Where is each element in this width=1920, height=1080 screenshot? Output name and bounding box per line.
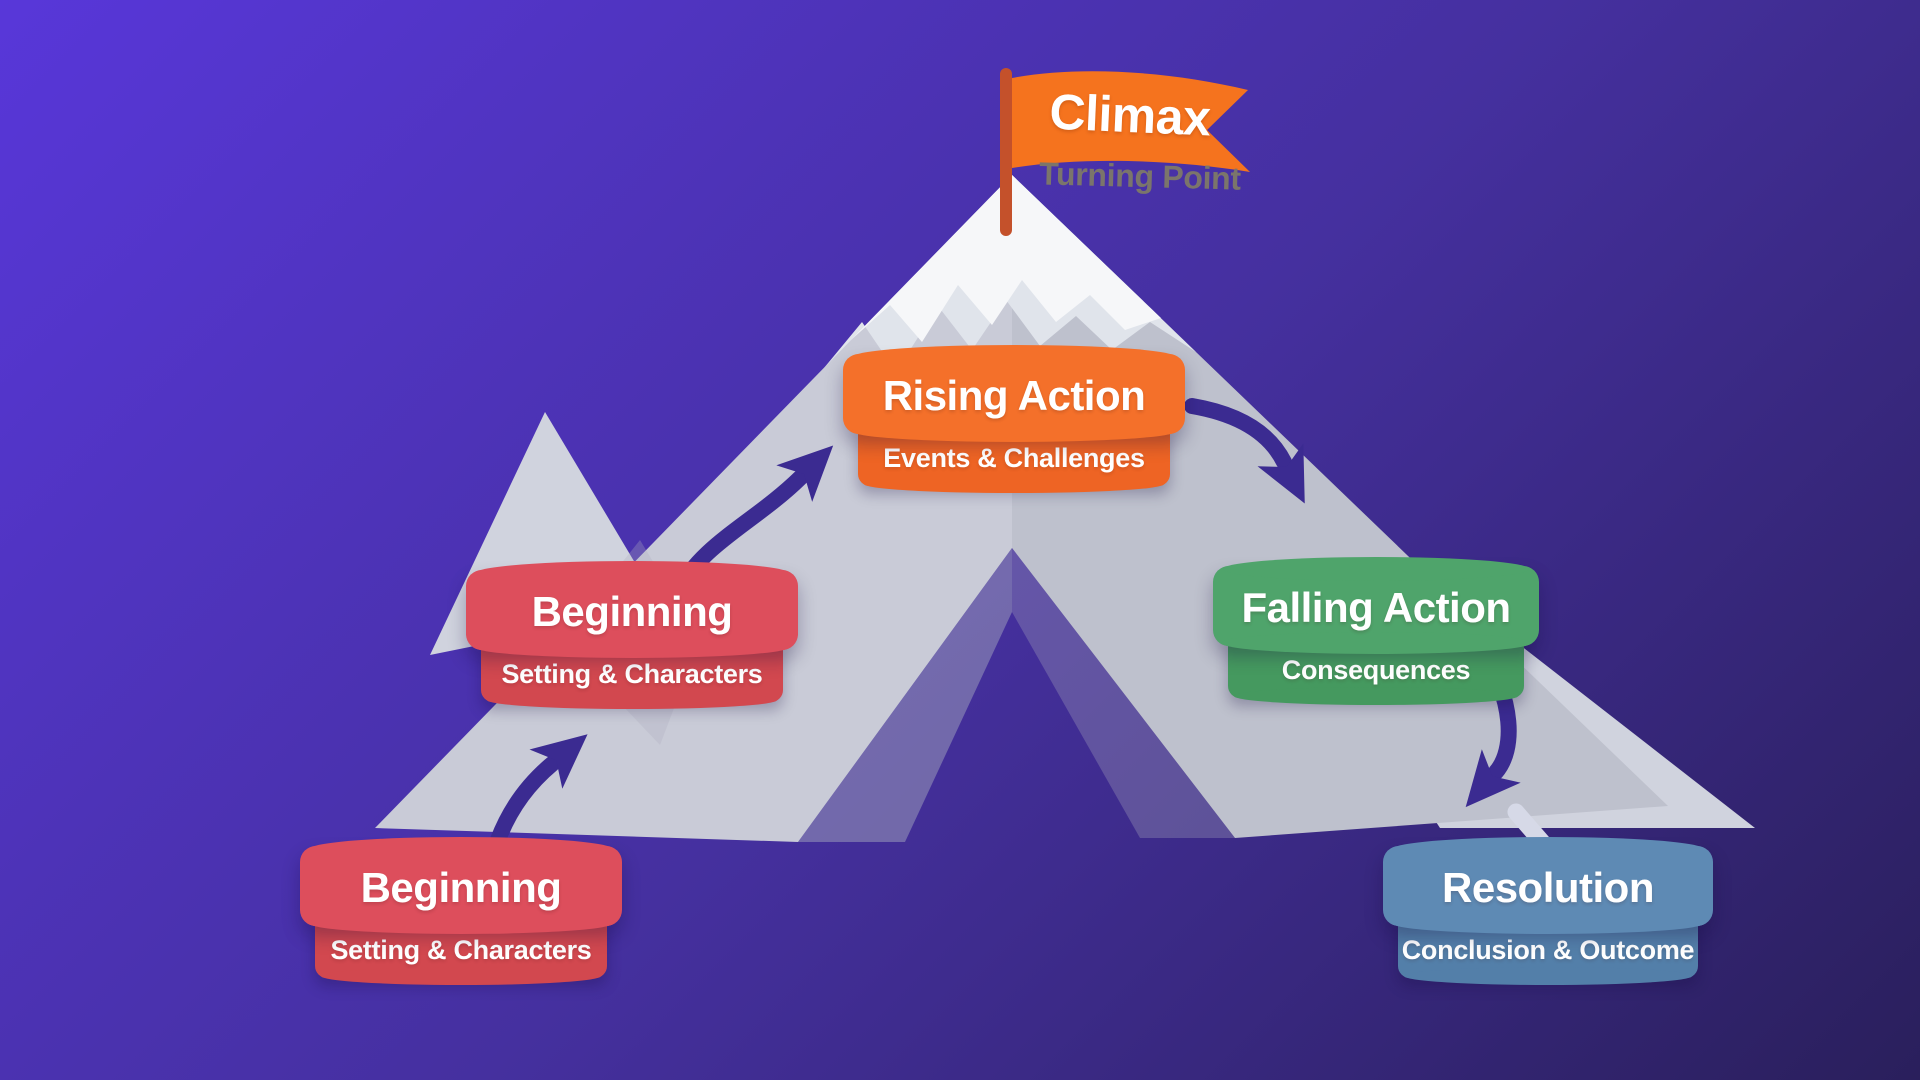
banner-header: Resolution bbox=[1383, 836, 1713, 935]
stage-subtitle: Conclusion & Outcome bbox=[1401, 935, 1695, 966]
stage-banner-falling-action: Falling Action Consequences bbox=[1213, 556, 1539, 705]
stage-title: Beginning bbox=[360, 864, 562, 911]
flag-pole bbox=[1000, 68, 1012, 236]
stage-banner-beginning-slope: Beginning Setting & Characters bbox=[466, 560, 798, 709]
summit-flag bbox=[1000, 68, 1250, 236]
arrow-beginning-up bbox=[490, 734, 588, 848]
stage-subtitle: Consequences bbox=[1281, 655, 1471, 686]
arrow-to-falling bbox=[1184, 398, 1305, 504]
snow-top-layer bbox=[851, 175, 1161, 342]
snow-cap bbox=[824, 175, 1196, 372]
stage-subtitle: Setting & Characters bbox=[330, 935, 592, 966]
flag-pennant bbox=[1012, 71, 1250, 172]
banner-header: Beginning bbox=[466, 560, 798, 659]
stage-subtitle: Events & Challenges bbox=[883, 443, 1145, 474]
inner-shade-right bbox=[1012, 548, 1235, 838]
stage-banner-rising-action: Rising Action Events & Challenges bbox=[843, 344, 1185, 493]
stage-subtitle: Setting & Characters bbox=[501, 659, 763, 690]
climax-sublabel: Turning Point bbox=[1038, 155, 1242, 197]
banner-header: Falling Action bbox=[1213, 556, 1539, 655]
banner-subheader: Events & Challenges bbox=[858, 428, 1170, 493]
stage-banner-resolution: Resolution Conclusion & Outcome bbox=[1383, 836, 1713, 985]
stage-title: Beginning bbox=[531, 588, 733, 635]
stage-title: Falling Action bbox=[1241, 584, 1511, 631]
banner-header: Rising Action bbox=[843, 344, 1185, 443]
climax-label: Climax bbox=[1048, 83, 1212, 147]
banner-header: Beginning bbox=[300, 836, 622, 935]
stage-banner-beginning-start: Beginning Setting & Characters bbox=[300, 836, 622, 985]
stage-title: Resolution bbox=[1442, 864, 1655, 911]
inner-shade-left bbox=[798, 548, 1012, 842]
banner-subheader: Setting & Characters bbox=[315, 920, 607, 985]
stage-title: Rising Action bbox=[882, 372, 1146, 419]
